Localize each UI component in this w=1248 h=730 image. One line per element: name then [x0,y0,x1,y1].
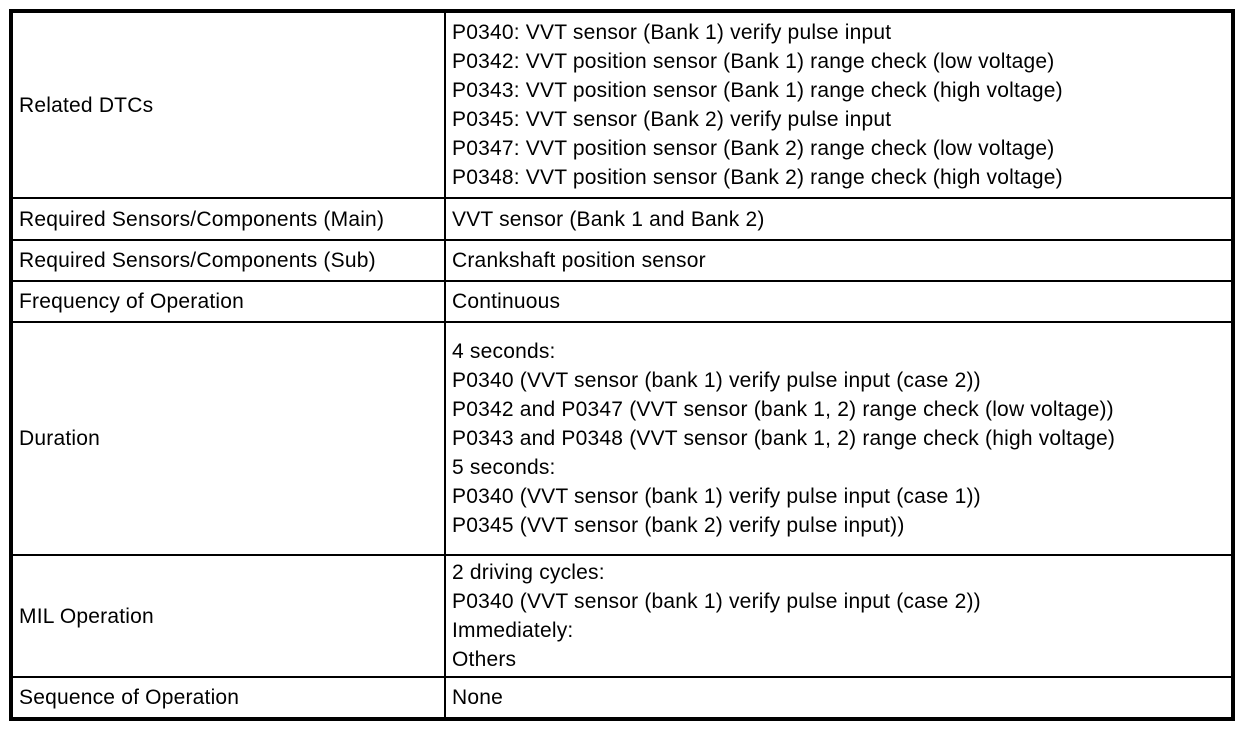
value-line: P0340 (VVT sensor (bank 1) verify pulse … [452,590,981,613]
value-line: P0345 (VVT sensor (bank 2) verify pulse … [452,514,905,537]
row-label: Required Sensors/Components (Sub) [10,239,446,282]
value-line: Crankshaft position sensor [452,249,706,272]
row-label: Related DTCs [10,10,446,199]
row-label: Frequency of Operation [10,280,446,323]
table-row: Required Sensors/Components (Main) VVT s… [10,197,1234,241]
value-line: P0345: VVT sensor (Bank 2) verify pulse … [452,108,892,131]
row-label: MIL Operation [10,554,446,678]
value-line: P0343 and P0348 (VVT sensor (bank 1, 2) … [452,427,1116,450]
value-line: 5 seconds: [452,456,556,479]
row-label: Required Sensors/Components (Main) [10,197,446,241]
table-row: Related DTCs P0340: VVT sensor (Bank 1) … [10,10,1234,199]
value-line: VVT sensor (Bank 1 and Bank 2) [452,207,765,231]
row-value: Continuous [444,280,1234,323]
value-line: 4 seconds: [452,340,556,363]
value-line: P0348: VVT position sensor (Bank 2) rang… [452,166,1063,189]
table-row: Duration 4 seconds: P0340 (VVT sensor (b… [10,321,1234,556]
value-line: P0342 and P0347 (VVT sensor (bank 1, 2) … [452,398,1114,421]
value-line: Others [452,648,517,671]
value-line: P0342: VVT position sensor (Bank 1) rang… [452,50,1055,73]
value-line: None [452,686,504,709]
table-row: Sequence of Operation None [10,676,1234,720]
row-value: 4 seconds: P0340 (VVT sensor (bank 1) ve… [444,321,1234,556]
dtc-spec-table: Related DTCs P0340: VVT sensor (Bank 1) … [9,9,1235,721]
row-value: VVT sensor (Bank 1 and Bank 2) [444,197,1234,241]
row-value: 2 driving cycles: P0340 (VVT sensor (ban… [444,554,1234,678]
row-label: Sequence of Operation [10,676,446,720]
row-label: Duration [10,321,446,556]
value-line: Continuous [452,290,561,313]
table-row: Frequency of Operation Continuous [10,280,1234,323]
row-value: None [444,676,1234,720]
value-line: P0343: VVT position sensor (Bank 1) rang… [452,79,1063,102]
row-value: P0340: VVT sensor (Bank 1) verify pulse … [444,10,1234,199]
value-line: P0340 (VVT sensor (bank 1) verify pulse … [452,485,981,508]
value-line: P0340 (VVT sensor (bank 1) verify pulse … [452,369,981,392]
value-line: 2 driving cycles: [452,561,605,584]
value-line: Immediately: [452,619,574,642]
value-line: P0340: VVT sensor (Bank 1) verify pulse … [452,21,892,44]
table-row: Required Sensors/Components (Sub) Cranks… [10,239,1234,282]
row-value: Crankshaft position sensor [444,239,1234,282]
table-row: MIL Operation 2 driving cycles: P0340 (V… [10,554,1234,678]
value-line: P0347: VVT position sensor (Bank 2) rang… [452,137,1055,160]
